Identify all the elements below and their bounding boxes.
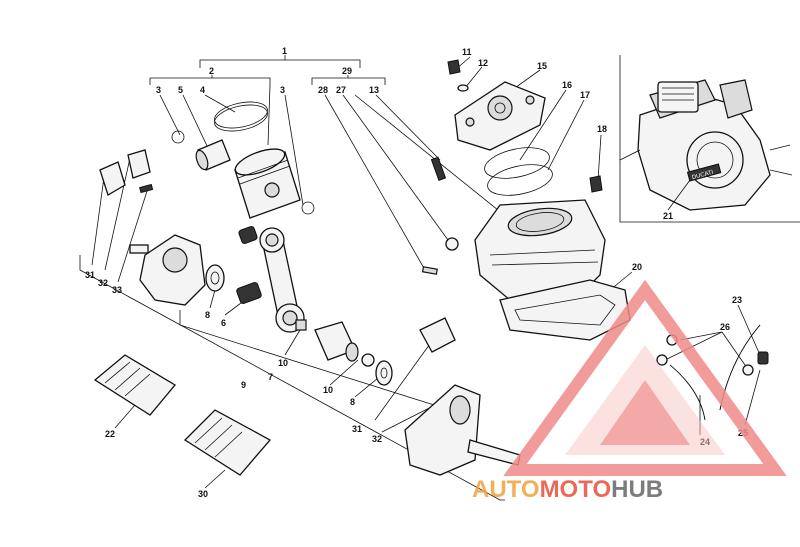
callout-31b: 31 (352, 424, 362, 434)
watermark-word-hub: HUB (611, 476, 663, 503)
callout-23: 23 (732, 295, 742, 305)
cylinder (421, 199, 606, 306)
callout-32a: 32 (98, 278, 108, 288)
callout-30: 30 (198, 489, 208, 499)
callout-11: 11 (462, 47, 472, 57)
connecting-rod (236, 226, 307, 333)
watermark-word-moto: MOTO (540, 476, 612, 503)
callout-8b: 8 (350, 397, 355, 407)
watermark-triangle-outer (503, 279, 787, 476)
callout-2: 2 (209, 66, 214, 76)
engine-inset: DUCATI (619, 55, 800, 223)
hoses (656, 324, 769, 421)
callout-16: 16 (562, 80, 572, 90)
callout-15: 15 (537, 61, 547, 71)
piston-rings (214, 101, 268, 132)
cylinder-gaskets (484, 147, 603, 196)
callout-32b: 32 (372, 434, 382, 444)
callout-28: 28 (318, 85, 328, 95)
callout-27: 27 (336, 85, 346, 95)
callout-6: 6 (221, 318, 226, 328)
callout-5: 5 (178, 85, 183, 95)
callout-10b: 10 (323, 385, 333, 395)
callout-4: 4 (200, 85, 205, 95)
small-parts (205, 264, 393, 386)
crankshaft-left (99, 149, 206, 306)
callout-3a: 3 (156, 85, 161, 95)
callout-9: 9 (241, 380, 246, 390)
callout-29: 29 (342, 66, 352, 76)
callout-26: 26 (720, 322, 730, 332)
callout-17: 17 (580, 90, 590, 100)
callout-8a: 8 (205, 310, 210, 320)
callout-13: 13 (369, 85, 379, 95)
callout-7: 7 (268, 372, 273, 382)
piston-pin-set (171, 130, 315, 215)
callout-20: 20 (632, 262, 642, 272)
piston (234, 148, 301, 219)
callout-31a: 31 (85, 270, 95, 280)
callout-33: 33 (112, 285, 122, 295)
callout-18: 18 (597, 124, 607, 134)
cylinder-head (430, 59, 546, 182)
callout-21: 21 (663, 211, 673, 221)
crankshaft-right (404, 317, 521, 476)
watermark-word-auto: AUTO (472, 476, 540, 503)
watermark-triangle-core (600, 380, 690, 445)
inset-badge: DUCATI (691, 170, 714, 182)
callout-10a: 10 (278, 358, 288, 368)
callout-12: 12 (478, 58, 488, 68)
watermark-text: AUTOMOTOHUB (472, 476, 663, 503)
watermark-logo: AUTOMOTOHUB (472, 279, 787, 503)
callout-22: 22 (105, 429, 115, 439)
callout-3b: 3 (280, 85, 285, 95)
callout-1: 1 (282, 46, 287, 56)
callout-leaders (79, 55, 761, 501)
gasket-packs (93, 354, 272, 476)
